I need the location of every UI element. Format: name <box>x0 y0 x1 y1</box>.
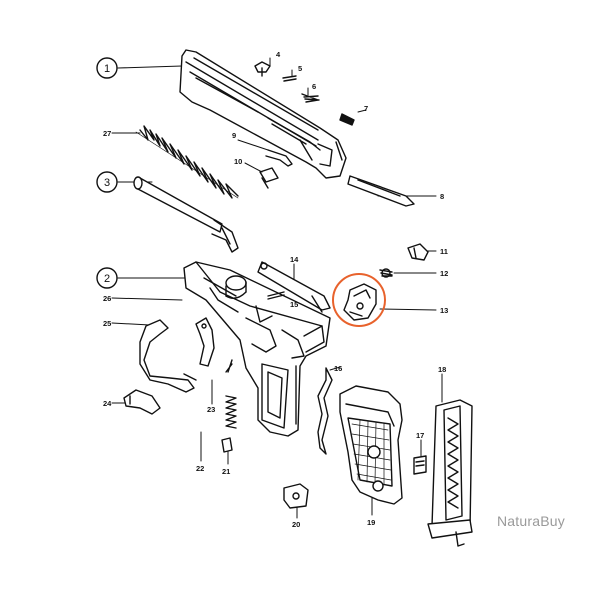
naturabuy-watermark: NaturaBuy <box>497 513 565 529</box>
svg-text:18: 18 <box>438 365 446 374</box>
svg-text:15: 15 <box>290 300 298 309</box>
part-number-labels: 4 5 6 7 8 9 10 11 12 13 14 15 16 17 18 1… <box>103 50 448 529</box>
svg-text:20: 20 <box>292 520 300 529</box>
svg-text:14: 14 <box>290 255 299 264</box>
svg-text:27: 27 <box>103 129 111 138</box>
circle-label-2: 2 <box>96 267 118 289</box>
part-20-plate <box>283 483 309 509</box>
part-23-spring <box>225 359 233 373</box>
part-16-spring <box>317 367 333 455</box>
part-6-spring <box>301 93 320 103</box>
part-7-screw <box>339 113 355 126</box>
svg-text:22: 22 <box>196 464 204 473</box>
svg-text:10: 10 <box>234 157 242 166</box>
highlight-circle <box>332 273 386 327</box>
part-5-pin <box>282 75 297 82</box>
part-22-spring <box>225 395 237 429</box>
part-13-hammer <box>343 283 377 321</box>
recoil-spring-part <box>135 125 239 199</box>
svg-text:11: 11 <box>440 247 448 256</box>
part-17-screw <box>413 455 427 475</box>
svg-text:23: 23 <box>207 405 215 414</box>
slide-part <box>179 49 347 179</box>
circle-label-1: 1 <box>96 57 118 79</box>
svg-text:24: 24 <box>103 399 112 408</box>
svg-text:16: 16 <box>334 364 342 373</box>
trigger-part <box>195 317 215 367</box>
svg-text:7: 7 <box>364 104 368 113</box>
svg-text:25: 25 <box>103 319 111 328</box>
svg-text:13: 13 <box>440 306 448 315</box>
svg-text:5: 5 <box>298 64 302 73</box>
svg-text:6: 6 <box>312 82 316 91</box>
svg-text:26: 26 <box>103 294 111 303</box>
svg-text:9: 9 <box>232 131 236 140</box>
svg-text:3: 3 <box>104 177 110 189</box>
magazine-part <box>427 399 473 547</box>
part-10-pin <box>259 167 279 189</box>
svg-text:21: 21 <box>222 467 230 476</box>
frame-part <box>183 261 331 437</box>
recoil-guide-part <box>133 176 239 253</box>
part-9-extractor <box>265 149 293 167</box>
grip-panel-part <box>339 385 403 505</box>
firing-pin-part <box>347 175 415 207</box>
circle-label-3: 3 <box>96 171 118 193</box>
part-11-plunger <box>407 243 429 261</box>
svg-text:17: 17 <box>416 431 424 440</box>
svg-text:12: 12 <box>440 269 448 278</box>
part-4-pin <box>254 61 271 77</box>
svg-text:19: 19 <box>367 518 375 527</box>
svg-text:2: 2 <box>104 273 110 285</box>
svg-text:1: 1 <box>104 63 110 75</box>
part-15-pin <box>267 291 285 300</box>
trigger-guard-part <box>139 319 197 393</box>
part-21-plunger <box>221 437 233 453</box>
svg-text:8: 8 <box>440 192 444 201</box>
part-12-spring <box>379 268 393 278</box>
svg-text:4: 4 <box>276 50 281 59</box>
part-24-catch <box>123 389 161 415</box>
part-14-bar <box>257 261 331 313</box>
